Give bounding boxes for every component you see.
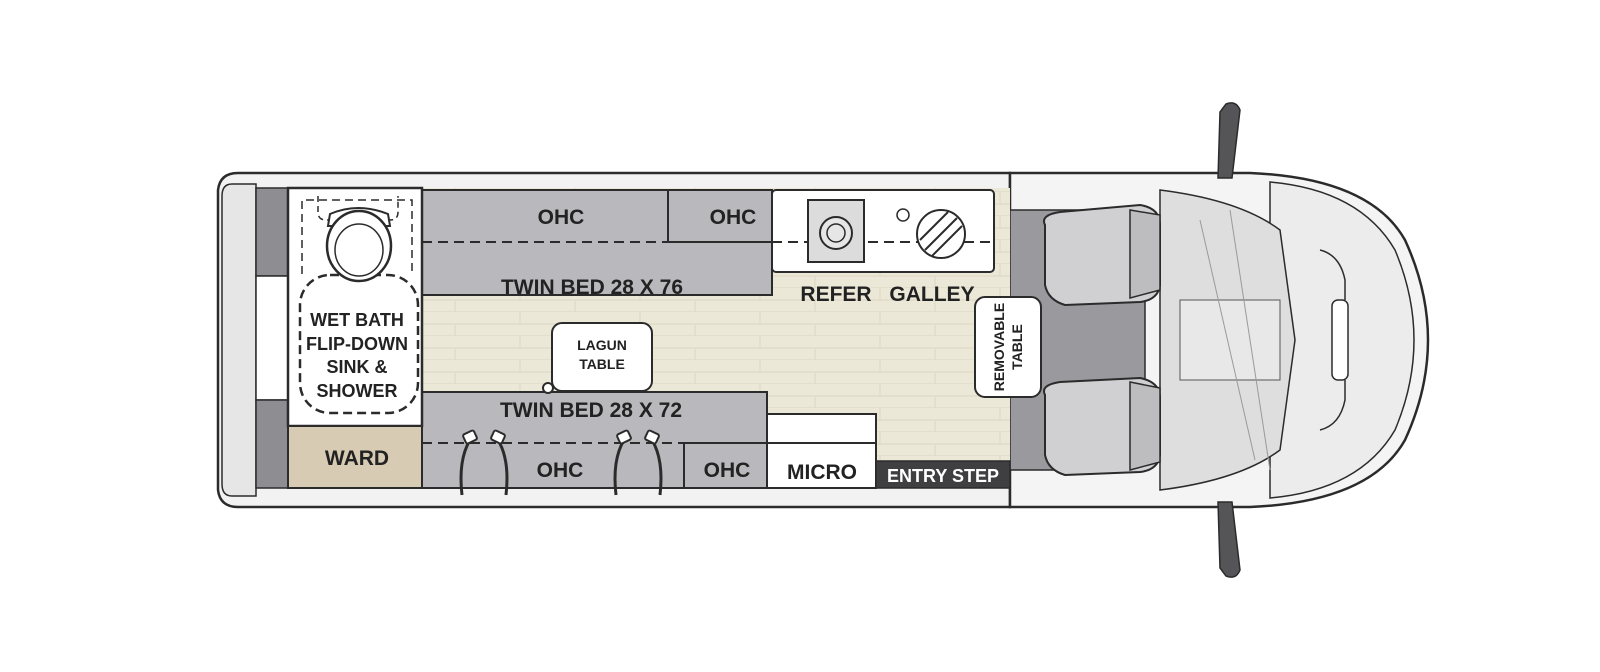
label-ohc-front-top: OHC — [710, 206, 757, 229]
seatbelt-buckles — [462, 429, 660, 445]
label-galley: GALLEY — [889, 283, 974, 306]
cooktop — [896, 208, 966, 259]
label-removable-2: TABLE — [1009, 324, 1025, 370]
label-ohc-front-bottom: OHC — [704, 459, 751, 482]
toilet-icon — [325, 207, 393, 283]
label-wet-bath-2: FLIP-DOWN — [306, 334, 408, 354]
label-refer: REFER — [800, 283, 871, 306]
mirror-bottom — [1217, 501, 1241, 578]
label-ohc-rear-bottom: OHC — [537, 459, 584, 482]
van-cab — [1008, 102, 1430, 578]
passenger-seat — [1043, 376, 1161, 477]
label-twin-bed-bottom: TWIN BED 28 X 72 — [500, 399, 682, 422]
label-twin-bed-top: TWIN BED 28 X 76 — [501, 276, 683, 299]
removable-table — [974, 296, 1042, 398]
driver-seat — [1043, 203, 1161, 307]
label-wet-bath-4: SHOWER — [317, 381, 398, 401]
label-lagun-1: LAGUN — [577, 337, 627, 353]
entry-step — [875, 460, 1011, 489]
refer — [807, 199, 865, 263]
label-lagun-2: TABLE — [579, 356, 625, 372]
twin-bed-top — [421, 189, 773, 296]
label-micro: MICRO — [787, 461, 857, 484]
twin-bed-bottom — [421, 391, 768, 489]
ward — [287, 425, 423, 489]
label-ohc-rear-top: OHC — [538, 206, 585, 229]
lagun-table — [542, 322, 653, 394]
mirror-top — [1217, 102, 1241, 179]
label-ward: WARD — [325, 447, 389, 470]
label-wet-bath-1: WET BATH — [310, 310, 404, 330]
label-removable-1: REMOVABLE — [991, 303, 1007, 391]
label-wet-bath-3: SINK & — [326, 357, 387, 377]
label-entry-step: ENTRY STEP — [887, 466, 999, 486]
